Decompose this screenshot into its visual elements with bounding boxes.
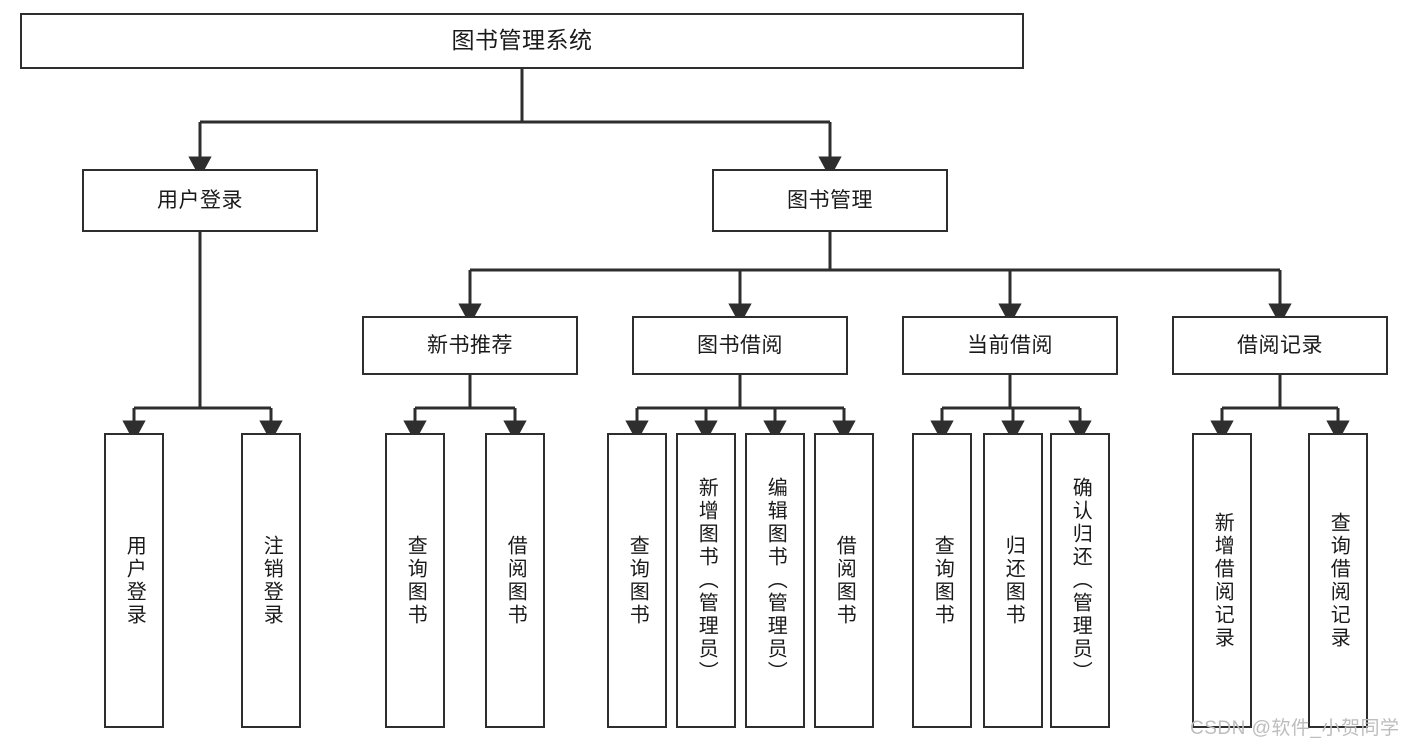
node-leaf-borrow-query-book-label: 查询图书 (626, 534, 649, 627)
node-user-login-label: 用户登录 (157, 188, 243, 212)
node-leaf-borrow-edit-book-label: 编辑图书（管理员） (764, 477, 787, 684)
node-user-login[interactable]: 用户登录 (82, 169, 318, 232)
node-root-label: 图书管理系统 (451, 27, 593, 54)
node-new-book-rec-label: 新书推荐 (427, 333, 513, 357)
node-leaf-borrow-lend-book[interactable]: 借阅图书 (814, 433, 874, 728)
node-leaf-cur-confirm-return-label: 确认归还（管理员） (1069, 477, 1092, 684)
node-leaf-rec-query-book-label: 查询图书 (404, 534, 427, 627)
node-leaf-borrow-lend-book-label: 借阅图书 (833, 534, 856, 627)
node-leaf-cur-query-book[interactable]: 查询图书 (912, 433, 972, 728)
node-leaf-borrow-query-book[interactable]: 查询图书 (607, 433, 667, 728)
node-leaf-rec-add-record-label: 新增借阅记录 (1211, 511, 1234, 650)
node-new-book-rec[interactable]: 新书推荐 (362, 316, 578, 375)
node-borrow-record[interactable]: 借阅记录 (1172, 316, 1388, 375)
node-book-manage-label: 图书管理 (787, 188, 873, 212)
node-leaf-user-login-label: 用户登录 (123, 534, 146, 627)
node-leaf-borrow-edit-book[interactable]: 编辑图书（管理员） (745, 433, 805, 728)
node-leaf-cur-confirm-return[interactable]: 确认归还（管理员） (1050, 433, 1110, 728)
node-leaf-rec-borrow-book-label: 借阅图书 (504, 534, 527, 627)
node-book-borrow[interactable]: 图书借阅 (632, 316, 848, 375)
node-borrow-record-label: 借阅记录 (1237, 333, 1323, 357)
node-leaf-rec-borrow-book[interactable]: 借阅图书 (485, 433, 545, 728)
node-leaf-rec-query-book[interactable]: 查询图书 (385, 433, 445, 728)
node-current-borrow[interactable]: 当前借阅 (902, 316, 1118, 375)
node-leaf-rec-add-record[interactable]: 新增借阅记录 (1192, 433, 1252, 728)
node-leaf-rec-query-record[interactable]: 查询借阅记录 (1308, 433, 1368, 728)
node-leaf-cur-return-book-label: 归还图书 (1002, 534, 1025, 627)
node-leaf-user-login[interactable]: 用户登录 (104, 433, 164, 728)
node-leaf-cur-return-book[interactable]: 归还图书 (983, 433, 1043, 728)
node-current-borrow-label: 当前借阅 (967, 333, 1053, 357)
node-leaf-rec-query-record-label: 查询借阅记录 (1327, 511, 1350, 650)
node-leaf-user-logout[interactable]: 注销登录 (241, 433, 301, 728)
node-leaf-user-logout-label: 注销登录 (260, 534, 283, 627)
node-root[interactable]: 图书管理系统 (20, 13, 1024, 69)
csdn-watermark: CSDN @软件_小贺同学 (1190, 718, 1400, 739)
node-leaf-borrow-add-book-label: 新增图书（管理员） (695, 477, 718, 684)
node-leaf-cur-query-book-label: 查询图书 (931, 534, 954, 627)
node-book-borrow-label: 图书借阅 (697, 333, 783, 357)
node-leaf-borrow-add-book[interactable]: 新增图书（管理员） (676, 433, 736, 728)
node-book-manage[interactable]: 图书管理 (712, 169, 948, 232)
